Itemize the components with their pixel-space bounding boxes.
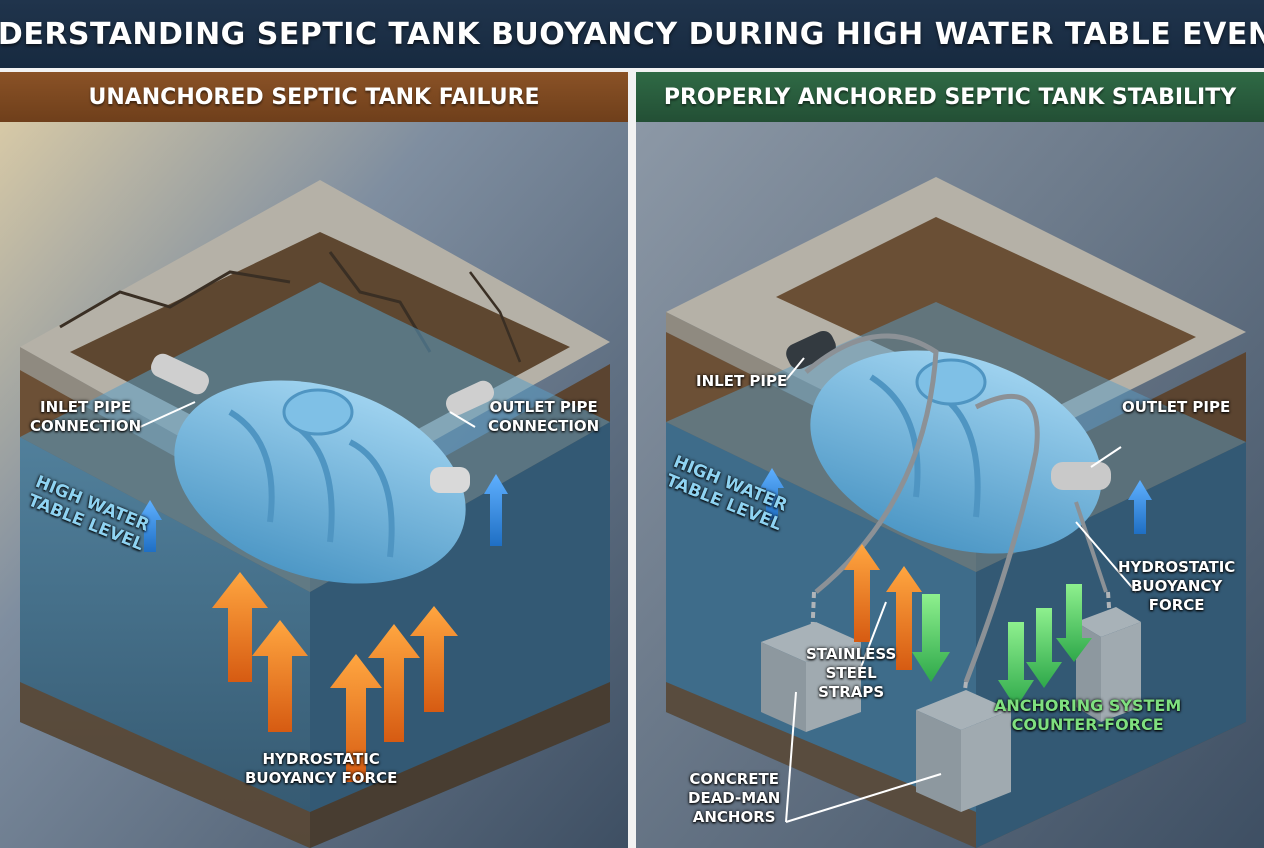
unanchored-illustration	[0, 122, 628, 848]
anchors-label-line-1: CONCRETE	[689, 770, 779, 788]
counter-force-label: ANCHORING SYSTEM COUNTER-FORCE	[994, 696, 1181, 734]
unanchored-panel: UNANCHORED SEPTIC TANK FAILURE	[0, 72, 628, 848]
outlet-pipe-label: OUTLET PIPE CONNECTION	[488, 398, 599, 436]
force-label-line-3-anchored: FORCE	[1148, 596, 1205, 614]
unanchored-header-text: UNANCHORED SEPTIC TANK FAILURE	[88, 84, 540, 110]
counter-label-line-2: COUNTER-FORCE	[1011, 715, 1164, 734]
panel-divider	[628, 68, 636, 848]
force-label-line-2-anchored: BUOYANCY	[1131, 577, 1223, 595]
anchored-header-text: PROPERLY ANCHORED SEPTIC TANK STABILITY	[663, 84, 1237, 110]
anchored-panel: PROPERLY ANCHORED SEPTIC TANK STABILITY	[636, 72, 1264, 848]
unanchored-header: UNANCHORED SEPTIC TANK FAILURE	[0, 72, 628, 122]
anchors-label-line-3: ANCHORS	[692, 808, 776, 826]
page-title: UNDERSTANDING SEPTIC TANK BUOYANCY DURIN…	[0, 16, 1264, 52]
counter-label-line-1: ANCHORING SYSTEM	[994, 696, 1182, 715]
buoyancy-arrows-anchored	[844, 544, 922, 670]
force-label-line-1: HYDROSTATIC	[262, 750, 380, 768]
inlet-pipe-label-anchored: INLET PIPE	[696, 372, 788, 390]
anchored-header: PROPERLY ANCHORED SEPTIC TANK STABILITY	[636, 72, 1264, 122]
anchored-illustration	[636, 122, 1264, 848]
outlet-label-line-1: OUTLET PIPE	[489, 398, 598, 416]
outlet-pipe-label-anchored: OUTLET PIPE	[1122, 398, 1231, 416]
straps-label-line-2: STEEL	[825, 664, 877, 682]
buoyancy-force-label-anchored: HYDROSTATIC BUOYANCY FORCE	[1118, 558, 1235, 615]
force-label-line-2: BUOYANCY FORCE	[245, 769, 398, 787]
steel-straps-label: STAINLESS STEEL STRAPS	[806, 645, 896, 702]
anchored-scene: INLET PIPE OUTLET PIPE HIGH WATER TABLE …	[636, 122, 1264, 848]
straps-label-line-1: STAINLESS	[806, 645, 897, 663]
anchors-label-line-2: DEAD-MAN	[688, 789, 781, 807]
outlet-label-line-2: CONNECTION	[488, 417, 600, 435]
counter-force-arrows	[912, 584, 1092, 708]
water-rise-arrows-anchored	[760, 468, 1152, 534]
inlet-label-line-2: CONNECTION	[30, 417, 142, 435]
unanchored-scene: INLET PIPE CONNECTION OUTLET PIPE CONNEC…	[0, 122, 628, 848]
buoyancy-arrows	[212, 572, 458, 782]
inlet-label-line-1: INLET PIPE	[40, 398, 132, 416]
buoyancy-force-label: HYDROSTATIC BUOYANCY FORCE	[245, 750, 397, 788]
water-rise-arrows	[138, 474, 508, 552]
title-bar: UNDERSTANDING SEPTIC TANK BUOYANCY DURIN…	[0, 0, 1264, 68]
dead-man-anchors-label: CONCRETE DEAD-MAN ANCHORS	[688, 770, 780, 827]
force-label-line-1-anchored: HYDROSTATIC	[1118, 558, 1236, 576]
inlet-pipe-label: INLET PIPE CONNECTION	[30, 398, 141, 436]
straps-label-line-3: STRAPS	[818, 683, 885, 701]
